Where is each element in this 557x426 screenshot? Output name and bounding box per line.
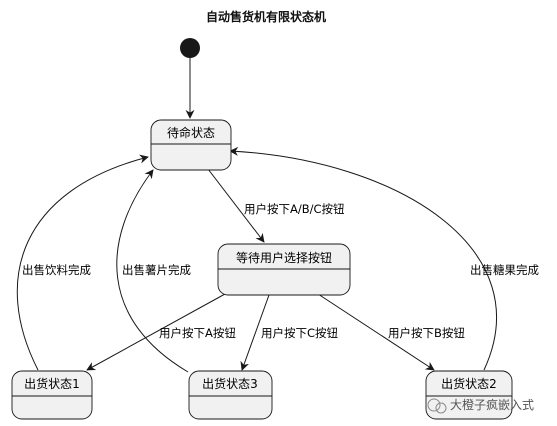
edge-waiting-to-dispense2	[317, 293, 435, 371]
state-dispense3[interactable]: 出货状态3	[188, 370, 273, 420]
label-waiting-to-dispense1: 用户按下A按钮	[159, 326, 236, 340]
watermark: 大橙子疯嵌入式	[427, 397, 534, 414]
label-waiting-to-dispense3: 用户按下C按钮	[261, 326, 339, 340]
state-idle[interactable]: 待命状态	[150, 119, 232, 171]
wechat-icon	[427, 398, 441, 412]
label-dispense1-to-idle: 出售饮料完成	[22, 263, 91, 277]
edge-dispense2-to-idle	[229, 146, 497, 371]
state-idle-label: 待命状态	[167, 125, 215, 140]
state-waiting-label: 等待用户选择按钮	[236, 250, 332, 265]
diagram-title: 自动售货机有限状态机	[206, 9, 326, 24]
edge-waiting-to-dispense1	[86, 293, 226, 371]
watermark-text: 大橙子疯嵌入式	[450, 397, 534, 412]
label-dispense2-to-idle: 出售糖果完成	[470, 263, 539, 277]
state-dispense2-label: 出货状态2	[441, 376, 497, 391]
state-waiting[interactable]: 等待用户选择按钮	[217, 243, 351, 296]
initial-state-dot	[180, 38, 200, 58]
edge-dispense3-to-idle	[116, 169, 189, 373]
edge-idle-to-waiting	[207, 168, 265, 243]
label-idle-to-waiting: 用户按下A/B/C按钮	[244, 202, 345, 216]
state-dispense3-label: 出货状态3	[202, 376, 258, 391]
state-dispense1-label: 出货状态1	[24, 376, 80, 391]
label-waiting-to-dispense2: 用户按下B按钮	[388, 326, 465, 340]
label-dispense3-to-idle: 出售薯片完成	[122, 263, 191, 277]
edge-dispense1-to-idle	[16, 154, 149, 371]
state-dispense2[interactable]: 出货状态2	[425, 370, 513, 420]
edge-waiting-to-dispense3	[240, 294, 270, 371]
state-dispense1[interactable]: 出货状态1	[11, 370, 93, 420]
